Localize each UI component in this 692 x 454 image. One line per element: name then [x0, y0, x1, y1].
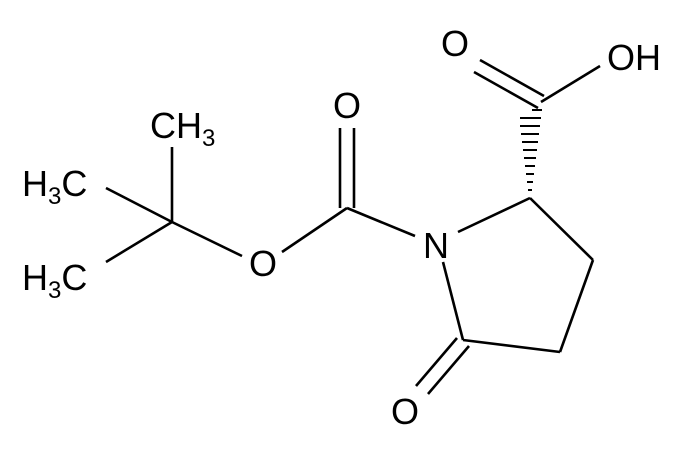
atom-ch3-bottom: H3C [22, 257, 87, 304]
atom-o-acid-carbonyl: O [441, 23, 469, 64]
atom-o-boc-carbonyl: O [333, 85, 361, 126]
bond-acid-double-1 [479, 58, 545, 98]
atom-ch3-top: CH3 [150, 105, 215, 152]
bond-acid-oh [540, 64, 601, 104]
atom-ch3-mid: H3C [22, 163, 87, 210]
bond-bocc-n [346, 206, 416, 238]
atom-n-ring: N [423, 225, 449, 266]
bond-lactam-double-1 [415, 337, 458, 387]
bonds [105, 58, 601, 395]
atom-oh: OH [607, 37, 661, 78]
bond-c5-n [441, 261, 465, 341]
bond-c4-c5 [462, 338, 561, 354]
bond-tbu-center-o [171, 220, 243, 258]
bond-tbu-center-ch3bottom [105, 220, 173, 264]
atom-labels: O OH O CH3 H3C H3C O N O [22, 23, 661, 432]
bond-c2-c3 [529, 197, 594, 261]
bond-lactam-double-2 [427, 345, 470, 395]
bond-n-c2 [457, 196, 531, 234]
bond-o-carbonylc [281, 206, 348, 254]
atom-o-lactam: O [391, 391, 419, 432]
atom-o-ester: O [249, 243, 277, 284]
bond-c3-c4 [558, 259, 595, 353]
stereo-hash-wedge [520, 109, 542, 191]
bond-acid-double-2 [473, 70, 539, 110]
bond-tbu-center-ch3mid [105, 186, 173, 224]
